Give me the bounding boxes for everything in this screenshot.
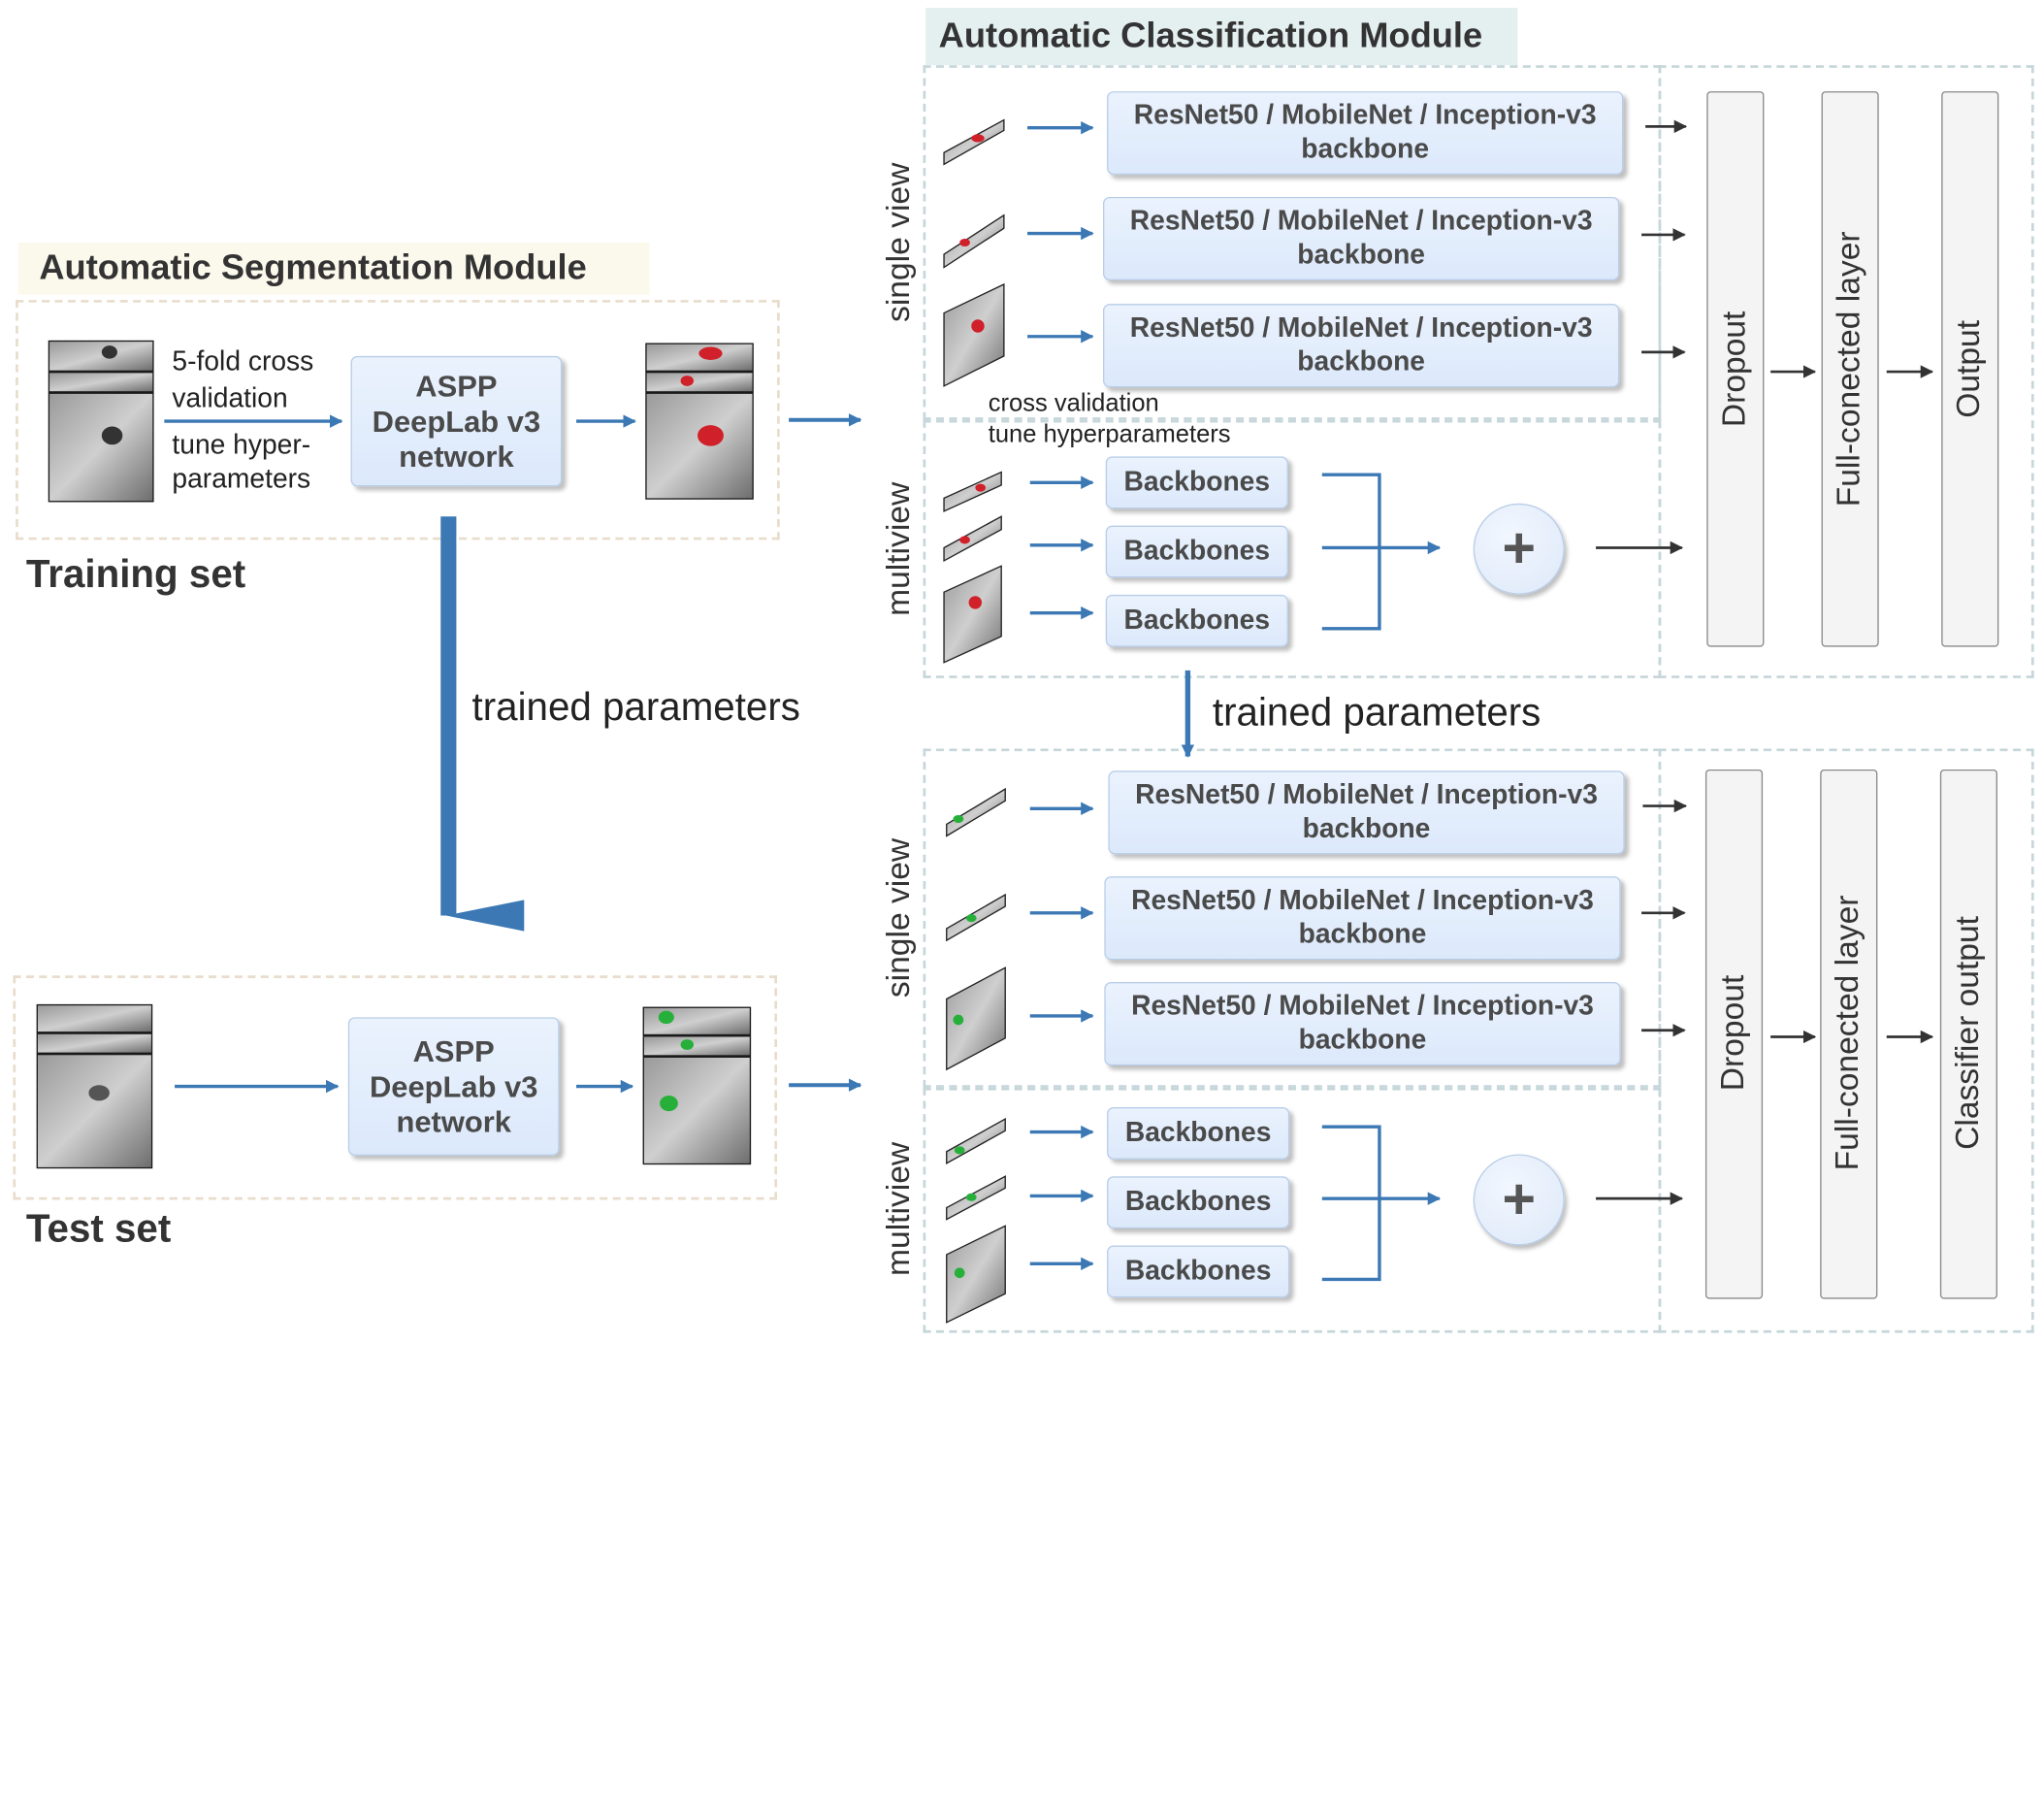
backbones-label: Backbones — [1124, 1187, 1272, 1217]
training-output-thumbnail — [645, 343, 754, 500]
backbones-label: Backbones — [1123, 536, 1271, 567]
backbones-box-bottom-1: Backbones — [1107, 1107, 1290, 1160]
training-input-thumbnail — [48, 340, 154, 503]
backbones-label: Backbones — [1123, 605, 1271, 636]
aspp-line: ASPP — [412, 1033, 495, 1068]
trained-parameters-left: trained parameters — [471, 685, 800, 730]
plus-symbol: + — [1502, 516, 1537, 581]
backbones-label: Backbones — [1123, 467, 1271, 498]
output-box-top — [1941, 91, 1999, 647]
top-head-panel — [1658, 65, 2034, 678]
backbones-label: Backbones — [1124, 1256, 1272, 1287]
sum-node-bottom: + — [1473, 1154, 1565, 1246]
training-panel — [16, 300, 780, 540]
backbone-line: ResNet50 / MobileNet / Inception-v3 — [1133, 100, 1597, 131]
classifier-output-box-bottom — [1939, 769, 1998, 1299]
backbone-line: backbone — [1297, 346, 1426, 377]
backbone-box-bottom-3: ResNet50 / MobileNet / Inception-v3 back… — [1104, 982, 1621, 1066]
cv-note-line-2: tune hyperparameters — [988, 421, 1231, 449]
backbone-box-top-3: ResNet50 / MobileNet / Inception-v3 back… — [1103, 304, 1620, 388]
cv-line-1: 5-fold cross — [172, 346, 314, 377]
backbone-line: backbone — [1302, 813, 1431, 844]
cv-note-line-1: cross validation — [988, 389, 1159, 418]
segmentation-title-bg — [17, 242, 650, 295]
merge-bracket-top — [1321, 473, 1381, 631]
cv-line-3: tune hyper- — [172, 430, 311, 461]
aspp-line: DeepLab v3 — [369, 1068, 538, 1103]
slice-thumbnail — [946, 1118, 1006, 1164]
aspp-deeplab-box-test: ASPP DeepLab v3 network — [347, 1017, 560, 1156]
diagram-graphics — [36, 118, 1934, 1324]
test-output-thumbnail — [642, 1006, 752, 1165]
backbone-box-bottom-2: ResNet50 / MobileNet / Inception-v3 back… — [1104, 876, 1621, 961]
aspp-deeplab-box-train: ASPP DeepLab v3 network — [350, 355, 563, 487]
segmentation-module-title: Automatic Segmentation Module — [39, 247, 587, 287]
slice-thumbnail — [946, 893, 1006, 942]
slice-thumbnail — [943, 515, 1002, 563]
backbones-box-bottom-2: Backbones — [1107, 1176, 1290, 1229]
classification-module-title: Automatic Classification Module — [938, 16, 1483, 55]
fc-layer-box-top — [1821, 91, 1879, 647]
backbone-line: ResNet50 / MobileNet / Inception-v3 — [1131, 991, 1594, 1022]
dropout-box-bottom — [1704, 769, 1764, 1299]
slice-thumbnail — [943, 282, 1005, 387]
backbone-line: ResNet50 / MobileNet / Inception-v3 — [1129, 206, 1593, 237]
aspp-line: DeepLab v3 — [372, 403, 541, 438]
trained-parameters-right: trained parameters — [1212, 691, 1541, 735]
slice-thumbnail — [946, 787, 1006, 837]
backbone-line: ResNet50 / MobileNet / Inception-v3 — [1129, 312, 1593, 344]
slice-thumbnail — [946, 966, 1006, 1071]
backbone-line: backbone — [1301, 134, 1430, 165]
backbone-box-top-2: ResNet50 / MobileNet / Inception-v3 back… — [1103, 196, 1620, 280]
backbone-box-bottom-1: ResNet50 / MobileNet / Inception-v3 back… — [1108, 770, 1625, 855]
slice-thumbnail — [943, 565, 1002, 664]
cv-line-4: parameters — [172, 464, 311, 495]
bottom-head-panel — [1658, 748, 2034, 1333]
backbones-box-top-2: Backbones — [1105, 525, 1288, 578]
backbone-box-top-1: ResNet50 / MobileNet / Inception-v3 back… — [1107, 91, 1624, 176]
backbones-label: Backbones — [1124, 1117, 1272, 1148]
backbone-line: ResNet50 / MobileNet / Inception-v3 — [1131, 885, 1594, 916]
merge-bracket-bottom — [1321, 1125, 1381, 1282]
backbones-box-top-3: Backbones — [1105, 594, 1288, 647]
backbone-line: backbone — [1298, 1025, 1427, 1056]
backbones-box-bottom-3: Backbones — [1107, 1245, 1290, 1298]
slice-thumbnail — [946, 1175, 1006, 1221]
dropout-box-top — [1706, 91, 1765, 647]
training-set-label: Training set — [25, 552, 246, 597]
classification-title-bg — [925, 8, 1518, 66]
backbone-line: backbone — [1297, 240, 1426, 271]
aspp-line: ASPP — [415, 368, 498, 403]
fc-layer-box-bottom — [1820, 769, 1878, 1299]
backbone-line: backbone — [1298, 919, 1427, 950]
plus-symbol: + — [1502, 1166, 1537, 1231]
backbones-box-top-1: Backbones — [1105, 456, 1288, 509]
test-input-thumbnail — [36, 1003, 153, 1169]
slice-thumbnail — [946, 1225, 1006, 1324]
backbone-line: ResNet50 / MobileNet / Inception-v3 — [1135, 779, 1598, 810]
aspp-line: network — [399, 439, 514, 474]
test-set-label: Test set — [25, 1207, 172, 1251]
aspp-line: network — [396, 1103, 511, 1138]
slice-thumbnail — [943, 118, 1005, 166]
cv-line-2: validation — [172, 383, 288, 414]
sum-node-top: + — [1473, 503, 1565, 595]
test-panel — [13, 975, 778, 1200]
slice-thumbnail — [943, 471, 1002, 512]
slice-thumbnail — [943, 213, 1005, 269]
